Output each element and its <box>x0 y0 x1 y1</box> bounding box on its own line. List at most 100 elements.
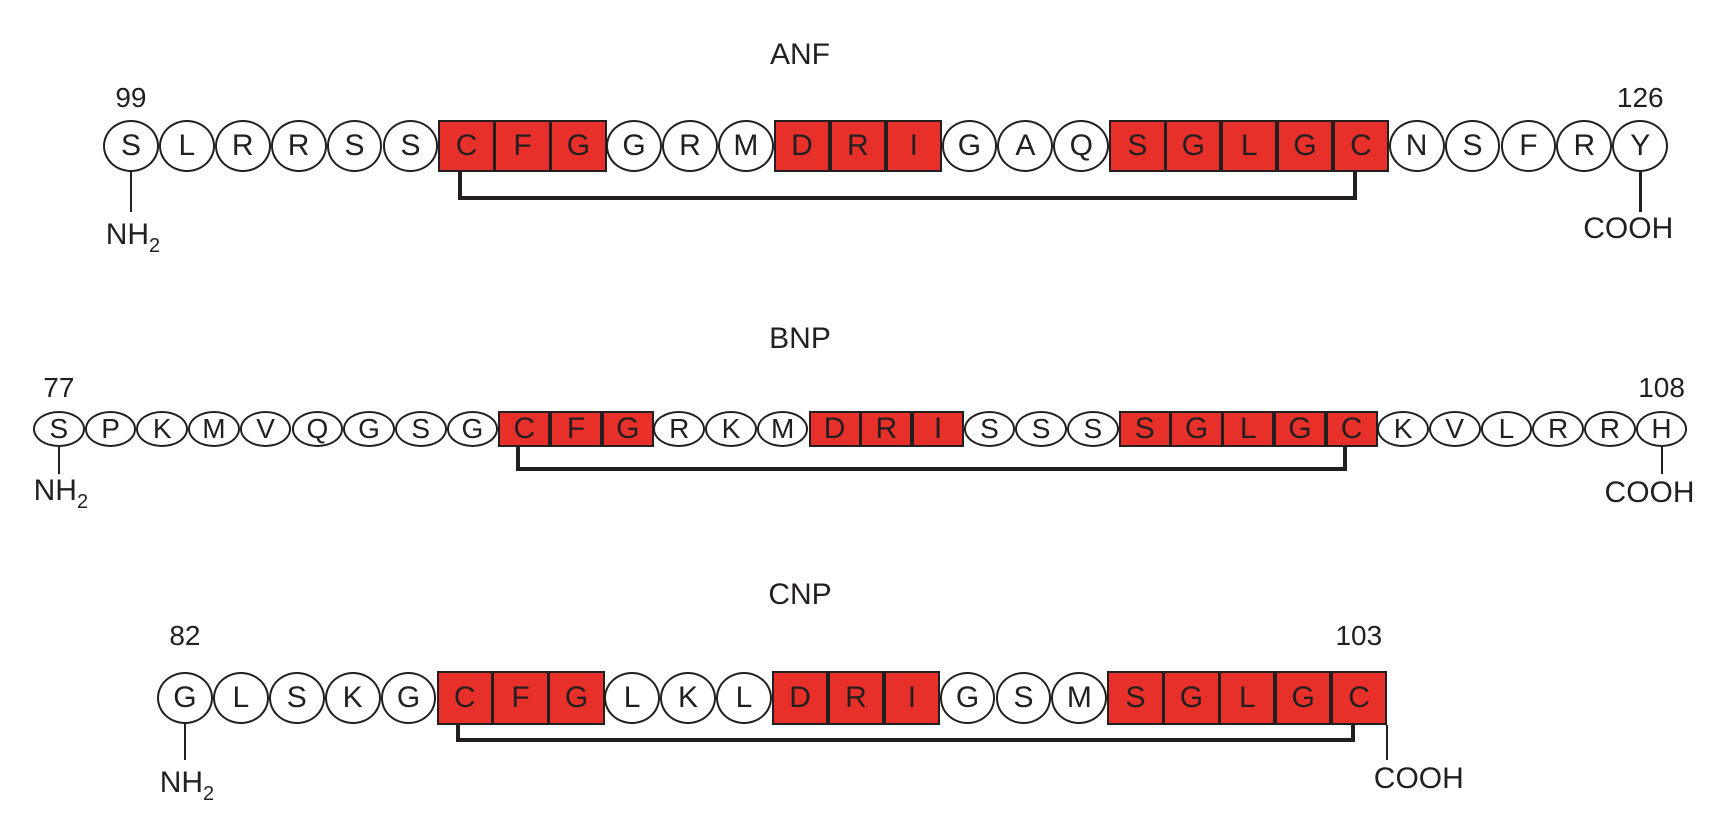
conserved-residue: R <box>829 120 887 172</box>
residue: G <box>939 672 996 724</box>
residue: M <box>756 411 809 447</box>
conserved-residue: I <box>883 671 941 725</box>
n-terminus-connector <box>129 172 133 212</box>
residue: V <box>239 411 292 447</box>
peptide-title: BNP <box>769 322 831 355</box>
residue: S <box>1444 120 1501 172</box>
residue: L <box>1480 411 1533 447</box>
end-residue-number: 108 <box>1638 372 1685 403</box>
n-terminus-label: NH2 <box>33 474 89 513</box>
residue: S <box>1015 411 1067 447</box>
residue: S <box>268 672 325 724</box>
c-terminus-connector <box>1385 725 1389 760</box>
conserved-residue: R <box>827 671 885 725</box>
residue: K <box>1377 411 1429 447</box>
conserved-residue: F <box>550 411 603 447</box>
residue: P <box>84 411 137 447</box>
residue: A <box>997 120 1054 172</box>
residue: R <box>270 120 327 172</box>
conserved-residue: C <box>1332 120 1390 172</box>
residue: S <box>963 411 1016 447</box>
residue: V <box>1428 411 1481 447</box>
residue: K <box>705 411 757 447</box>
residue: K <box>136 411 189 447</box>
residue: L <box>158 120 215 172</box>
residue: Q <box>1053 120 1110 172</box>
n-terminus-label: NH2 <box>105 218 161 257</box>
residue: R <box>1556 120 1613 172</box>
conserved-residue: F <box>492 671 549 725</box>
residue: G <box>941 120 998 172</box>
c-terminus-label: COOH <box>1604 476 1695 509</box>
residue: S <box>382 120 439 172</box>
conserved-residue: G <box>1163 671 1220 725</box>
c-terminus-label: COOH <box>1373 762 1464 795</box>
residue: K <box>660 672 716 724</box>
residue: R <box>662 120 718 172</box>
start-residue-number: 82 <box>169 620 201 651</box>
residue: S <box>33 411 85 447</box>
conserved-residue: D <box>808 411 861 447</box>
residue: S <box>326 120 383 172</box>
conserved-residue: I <box>885 120 942 172</box>
conserved-residue: S <box>1109 120 1166 172</box>
conserved-residue: L <box>1221 120 1278 172</box>
residue: R <box>1584 411 1636 447</box>
c-terminus-connector <box>1660 447 1664 474</box>
conserved-residue: C <box>436 671 493 725</box>
start-residue-number: 99 <box>115 82 147 113</box>
residue: Y <box>1612 120 1669 172</box>
conserved-residue: L <box>1222 411 1275 447</box>
residue: G <box>446 411 499 447</box>
end-residue-number: 126 <box>1616 82 1664 113</box>
n-terminus-label: NH2 <box>159 766 215 805</box>
conserved-residue: F <box>494 120 551 172</box>
residue: G <box>157 672 213 724</box>
residue: S <box>103 120 159 172</box>
c-terminus-label: COOH <box>1583 212 1674 245</box>
conserved-residue: C <box>498 411 551 447</box>
peptide-title: ANF <box>770 38 830 71</box>
conserved-residue: G <box>1165 120 1222 172</box>
n-terminus-connector <box>183 724 187 760</box>
residue: M <box>188 411 240 447</box>
conserved-residue: L <box>1219 671 1276 725</box>
residue: R <box>653 411 706 447</box>
residue: L <box>212 672 269 724</box>
end-residue-number: 103 <box>1335 620 1383 651</box>
residue: K <box>324 672 381 724</box>
conserved-residue: C <box>438 120 495 172</box>
start-residue-number: 77 <box>43 372 75 403</box>
residue: G <box>380 672 437 724</box>
conserved-residue: G <box>548 671 605 725</box>
residue: R <box>214 120 271 172</box>
conserved-residue: D <box>771 671 829 725</box>
conserved-residue: S <box>1118 411 1171 447</box>
n-terminus-connector <box>57 447 61 474</box>
residue: Q <box>291 411 344 447</box>
disulfide-bridge <box>458 172 1357 200</box>
residue: G <box>606 120 662 172</box>
conserved-residue: G <box>550 120 607 172</box>
residue: R <box>1532 411 1584 447</box>
conserved-residue: G <box>1276 120 1334 172</box>
conserved-residue: D <box>773 120 831 172</box>
residue: H <box>1635 411 1688 447</box>
conserved-residue: G <box>1170 411 1223 447</box>
residue: S <box>995 672 1052 724</box>
disulfide-bridge <box>456 725 1355 742</box>
residue: M <box>717 120 774 172</box>
residue: S <box>394 411 447 447</box>
residue: L <box>604 672 661 724</box>
conserved-residue: G <box>1275 671 1332 725</box>
conserved-residue: G <box>601 411 654 447</box>
peptide-title: CNP <box>768 578 832 611</box>
disulfide-bridge <box>516 447 1348 471</box>
c-terminus-connector <box>1639 172 1642 212</box>
residue: F <box>1500 120 1557 172</box>
conserved-residue: C <box>1325 411 1378 447</box>
conserved-residue: C <box>1330 671 1388 725</box>
residue: G <box>343 411 395 447</box>
residue: S <box>1067 411 1119 447</box>
